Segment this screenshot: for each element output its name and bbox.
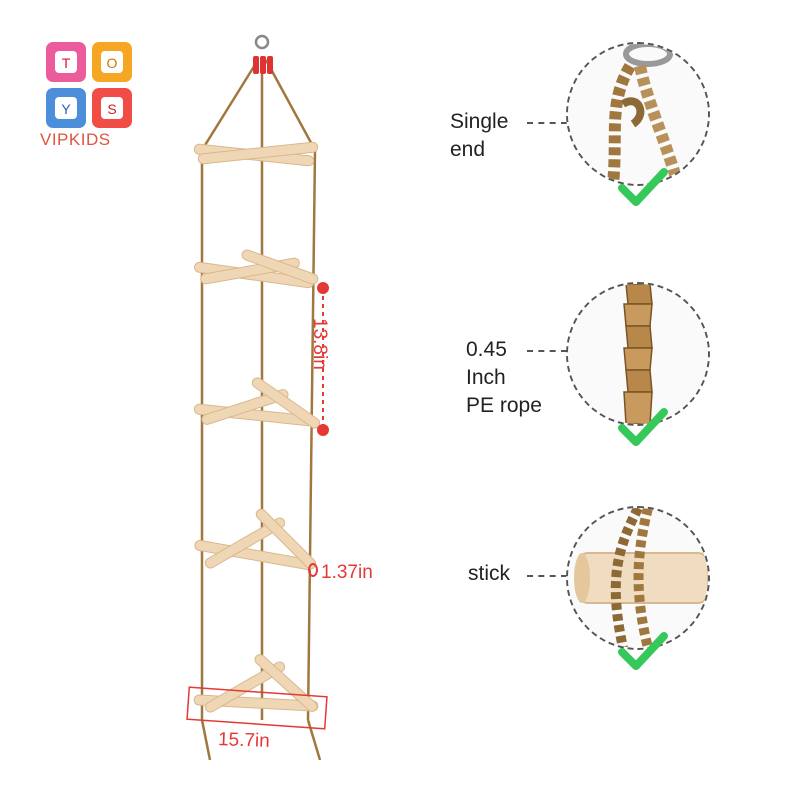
height-dimension-label: 13.8in bbox=[309, 318, 330, 370]
checkmark-icon bbox=[618, 408, 668, 448]
callout-line: end bbox=[450, 138, 486, 161]
callout-stick: stick bbox=[468, 560, 510, 588]
rope-ladder-image bbox=[180, 30, 380, 761]
callout-line: Inch bbox=[466, 366, 506, 389]
rung-3 bbox=[193, 377, 321, 429]
checkmark-icon bbox=[618, 168, 668, 208]
rung-4 bbox=[194, 508, 317, 571]
callout-line: 0.45 bbox=[466, 338, 507, 361]
callout-single-end: Single end bbox=[450, 108, 508, 164]
rung-5 bbox=[193, 654, 319, 713]
toys-logo: T O Y S bbox=[46, 42, 132, 128]
wooden-stick-icon bbox=[566, 506, 710, 650]
callout-pe-rope: 0.45 Inch PE rope bbox=[466, 336, 542, 420]
checkmark-icon bbox=[618, 632, 668, 672]
hook-ring-icon bbox=[254, 34, 270, 50]
twisted-rope-icon bbox=[566, 282, 710, 426]
rung-1 bbox=[193, 141, 319, 167]
logo-brand-text: VIPKIDS bbox=[40, 130, 111, 149]
callout-line: PE rope bbox=[466, 394, 542, 417]
logo-tile-y: Y bbox=[61, 101, 71, 117]
width-dimension-label: 15.7in bbox=[217, 729, 271, 752]
rung-2 bbox=[194, 249, 319, 289]
callout-leader-line bbox=[527, 350, 567, 352]
logo-tile-t: T bbox=[62, 55, 71, 71]
logo-tile-o: O bbox=[107, 55, 118, 71]
callout-line: stick bbox=[468, 562, 510, 585]
rope-loop-icon bbox=[566, 42, 710, 186]
logo-tile-s: S bbox=[107, 101, 116, 117]
callout-leader-line bbox=[527, 575, 567, 577]
callout-leader-line bbox=[527, 122, 567, 124]
callout-line: Single bbox=[450, 110, 509, 133]
diameter-dimension-label: 1.37in bbox=[321, 562, 373, 583]
